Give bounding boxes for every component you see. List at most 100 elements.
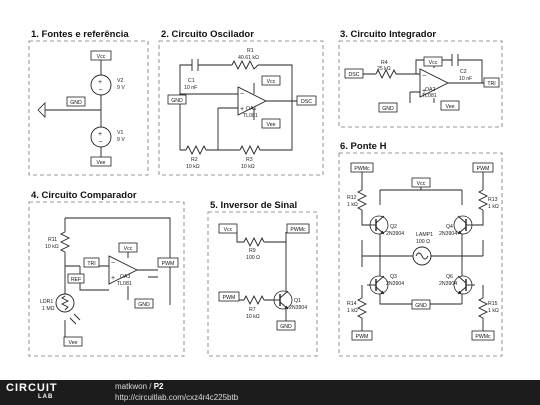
ref-tag-label: REF — [71, 277, 81, 283]
ldr1-label: LDR1 — [40, 299, 53, 305]
vcc-tag-label: Vcc — [267, 79, 276, 85]
gnd-tag-label: GND — [280, 324, 292, 330]
q3-value: 2N3904 — [386, 281, 404, 287]
gnd-tag-label: GND — [382, 106, 394, 112]
q2-label: Q2 — [390, 224, 397, 230]
gnd-tag-label: GND — [70, 100, 82, 106]
svg-text:−: − — [99, 87, 103, 94]
r2-value: 10 kΩ — [186, 164, 200, 170]
oa2-value: TL081 — [422, 93, 437, 99]
v1-value: 9 V — [117, 137, 125, 143]
section-frame — [28, 40, 149, 176]
schematic-canvas: − + 1. Fontes e referência +− V2 9 V +− … — [28, 29, 503, 357]
tri-tag — [83, 257, 100, 268]
circuit-name: P2 — [153, 382, 164, 391]
vcc-tag — [411, 177, 431, 188]
gnd-tag-label: GND — [171, 98, 183, 104]
section-title-oscilador: 2. Circuito Oscilador — [161, 29, 254, 40]
wire — [179, 83, 300, 151]
c1-label: C1 — [188, 78, 195, 84]
section-title-comparador: 4. Circuito Comparador — [31, 190, 137, 201]
pwmc-tag-label: PWMc — [475, 334, 491, 340]
resistor-r1 — [231, 59, 259, 71]
author-name[interactable]: matkwon — [115, 382, 148, 391]
resistor-r4 — [375, 68, 397, 80]
pwmc-tag — [350, 162, 374, 173]
wire — [461, 172, 484, 332]
v2-label: V2 — [117, 78, 123, 84]
resistor-r14 — [356, 297, 368, 319]
section-frame — [207, 211, 318, 357]
resistor-r15 — [477, 297, 489, 319]
gnd-tag — [411, 299, 431, 310]
svg-text:+: + — [98, 79, 102, 86]
gnd-tag — [66, 96, 86, 107]
vcc-tag-label: Vcc — [429, 60, 438, 66]
dsc-tag-label: DSC — [301, 99, 312, 105]
pwm-tag — [472, 162, 494, 173]
lamp1-label: LAMP1 — [416, 232, 433, 238]
section-title-fontes: 1. Fontes e referência — [31, 29, 129, 40]
q6-label: Q6 — [446, 274, 453, 280]
vee-tag-label: Vee — [97, 160, 106, 166]
r12-value: 1 kΩ — [347, 202, 358, 208]
lamp1-value: 100 Ω — [416, 239, 430, 245]
q3-label: Q3 — [390, 274, 397, 280]
resistor-r13 — [477, 189, 489, 211]
resistor-r12 — [356, 189, 368, 211]
oa1-value: TL081 — [243, 113, 258, 119]
vcc-tag-label: Vcc — [124, 246, 133, 252]
r1-value: 40.61 kΩ — [238, 55, 259, 61]
resistor-r11 — [59, 231, 71, 253]
vee-tag — [63, 336, 83, 347]
gnd-tag — [276, 320, 296, 331]
light-arrow-icon — [73, 313, 81, 321]
pwmc-tag — [471, 330, 495, 341]
vcc-tag-label: Vcc — [97, 54, 106, 60]
vcc-tag — [218, 223, 238, 234]
vee-tag-label: Vee — [267, 122, 276, 128]
r4-label: R4 — [381, 60, 388, 66]
section-comparador: 4. Circuito Comparador R11 10 kΩ LDR1 1 … — [28, 190, 185, 357]
r4-value-visible: 25 kΩ — [377, 66, 391, 72]
circuitlab-logo[interactable]: CIRCUIT — [6, 382, 58, 394]
circuit-url-link[interactable]: http://circuitlab.com/cxz4r4c225btb — [115, 393, 239, 402]
oa3-value: TL081 — [117, 281, 132, 287]
r12-label: R12 — [347, 195, 357, 201]
gnd-tag — [134, 298, 154, 309]
pwm-tag-label: PWM — [162, 261, 175, 267]
section-inversor: 5. Inversor de Sinal R9 100 Ω R7 10 kΩ Q… — [207, 200, 318, 357]
section-oscilador: 2. Circuito Oscilador C1 10 nF R1 40.61 … — [158, 29, 324, 176]
ref-tag — [67, 273, 85, 284]
r7-label: R7 — [249, 307, 256, 313]
q6-value: 2N3904 — [439, 281, 457, 287]
section-ponte-h: 6. Ponte H R12 1 kΩ R13 1 kΩ R14 1 kΩ R1… — [338, 141, 503, 357]
section-frame — [338, 152, 503, 357]
svg-text:−: − — [99, 139, 103, 146]
r15-label: R15 — [488, 301, 498, 307]
q2-value: 2N3904 — [386, 231, 404, 237]
dsc-tag — [344, 68, 364, 79]
section-frame — [158, 40, 324, 176]
vcc-tag — [118, 242, 138, 253]
q4-value: 2N3904 — [439, 231, 457, 237]
gnd-tag-label: GND — [138, 302, 150, 308]
footer-bar: CIRCUIT LAB matkwon / P2 http://circuitl… — [0, 380, 540, 405]
vcc-tag-label: Vcc — [417, 181, 426, 187]
author-line: matkwon / P2 — [115, 382, 163, 391]
pwmc-tag-label: PWMc — [290, 227, 306, 233]
oa3-label: OA3 — [120, 274, 130, 280]
c2-value: 10 nF — [459, 76, 472, 82]
resistor-r9 — [243, 236, 265, 248]
q1-label: Q1 — [294, 298, 301, 304]
wire — [361, 172, 462, 332]
resistor-r2 — [185, 144, 207, 156]
c1-value: 10 nF — [184, 85, 197, 91]
r7-value: 10 kΩ — [246, 314, 260, 320]
vee-tag — [90, 156, 112, 167]
vcc-tag-label: Vcc — [224, 227, 233, 233]
gnd-tag — [378, 102, 398, 113]
wire — [179, 64, 293, 101]
q4-label: Q4 — [446, 224, 453, 230]
